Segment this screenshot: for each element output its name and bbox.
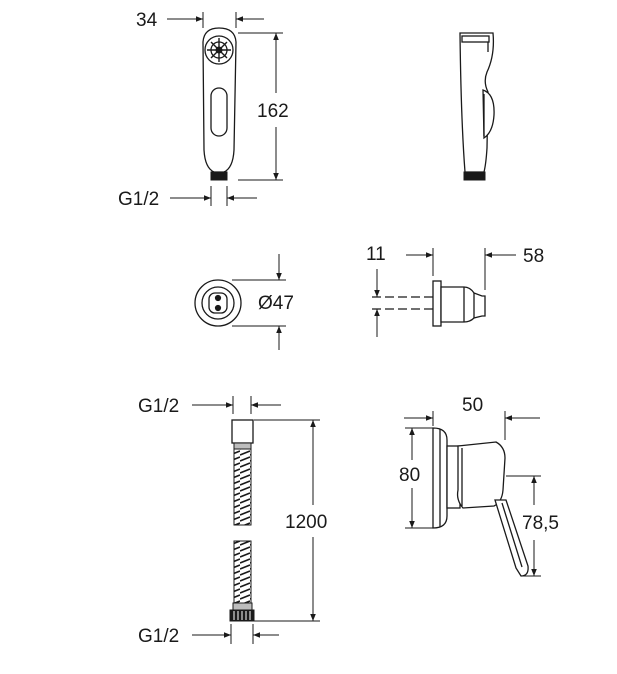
label-g12-hose-bottom: G1/2: [138, 626, 179, 647]
spray-side-view: [459, 32, 495, 181]
label-1200: 1200: [285, 512, 327, 533]
label-g12-spray: G1/2: [118, 189, 159, 210]
label-162: 162: [257, 101, 289, 122]
label-80: 80: [399, 465, 420, 486]
dim-lever-drop: 78,5: [506, 475, 559, 577]
dim-holder-diameter: Ø47: [232, 254, 294, 350]
dim-hose-thread-top: G1/2: [138, 396, 281, 417]
label-11: 11: [366, 244, 386, 265]
label-g12-hose-top: G1/2: [138, 396, 179, 417]
dim-valve-depth: 50: [404, 395, 540, 440]
hose-view: [229, 419, 255, 622]
dim-holder-length: 58: [406, 246, 544, 290]
label-diameter-47: Ø47: [258, 293, 294, 314]
holder-front-view: [194, 279, 242, 327]
dim-hose-thread-bottom: G1/2: [138, 624, 279, 647]
dim-spray-width: 34: [136, 10, 264, 31]
dim-hose-length: 1200: [254, 419, 327, 622]
dim-spray-thread: G1/2: [118, 186, 257, 210]
dim-valve-height: 80: [399, 427, 433, 529]
holder-side-view: [372, 280, 486, 327]
label-34: 34: [136, 10, 158, 31]
dim-spray-length: 162: [238, 32, 289, 181]
dim-holder-depth: 11: [366, 244, 386, 337]
label-50: 50: [462, 395, 483, 416]
valve-side-view: [432, 427, 529, 577]
spray-front-view: [202, 27, 237, 181]
label-58: 58: [523, 246, 544, 267]
label-78-5: 78,5: [522, 513, 559, 534]
